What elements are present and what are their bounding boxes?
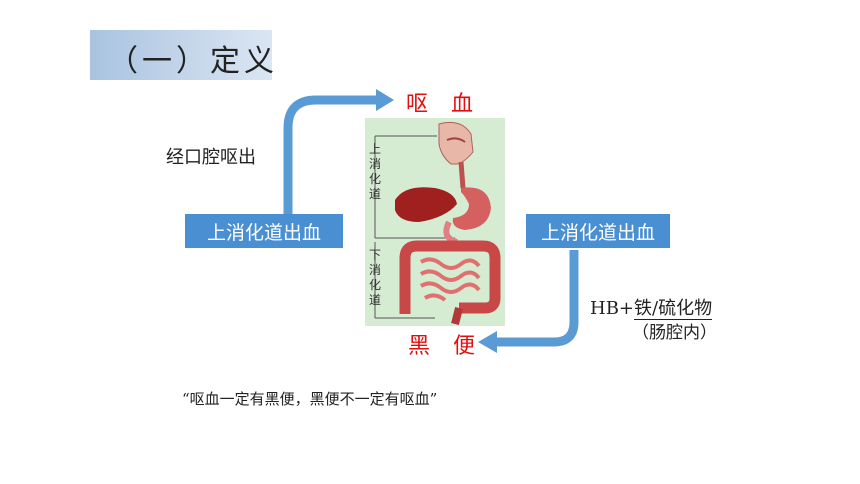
hb-reaction-label: HB+铁/硫化物 (590, 294, 713, 320)
upper-gi-label-text: 上消化道 (368, 142, 381, 201)
summary-quote: “呕血一定有黑便，黑便不一定有呕血” (182, 390, 438, 408)
hb-prefix: HB+ (590, 298, 635, 319)
lower-gi-label-text: 下消化道 (368, 248, 381, 307)
oral-expulsion-label: 经口腔呕出 (166, 147, 256, 168)
page-title: （一）定义 (108, 44, 278, 79)
digestive-organs-image (374, 121, 501, 325)
title-banner (90, 30, 272, 80)
upper-gi-bleeding-box-right: 上消化道出血 (526, 214, 670, 248)
right-arrow-head (478, 331, 497, 353)
upper-gi-bleeding-box-left: 上消化道出血 (185, 214, 343, 248)
melena-label: 黑 便 (408, 334, 483, 359)
hematemesis-label: 呕 血 (406, 92, 481, 117)
digestive-tract-illustration: 上消化道 下消化道 (365, 118, 505, 326)
intestinal-lumen-note: （肠腔内） (632, 323, 717, 343)
iron-sulfide-text: 铁/硫化物 (634, 298, 713, 320)
left-arrow-head (376, 89, 394, 111)
left-flow-arrow (283, 95, 378, 214)
lower-gi-vertical-label: 下消化道 (368, 248, 382, 308)
right-flow-arrow (496, 250, 579, 347)
upper-gi-vertical-label: 上消化道 (368, 142, 382, 202)
